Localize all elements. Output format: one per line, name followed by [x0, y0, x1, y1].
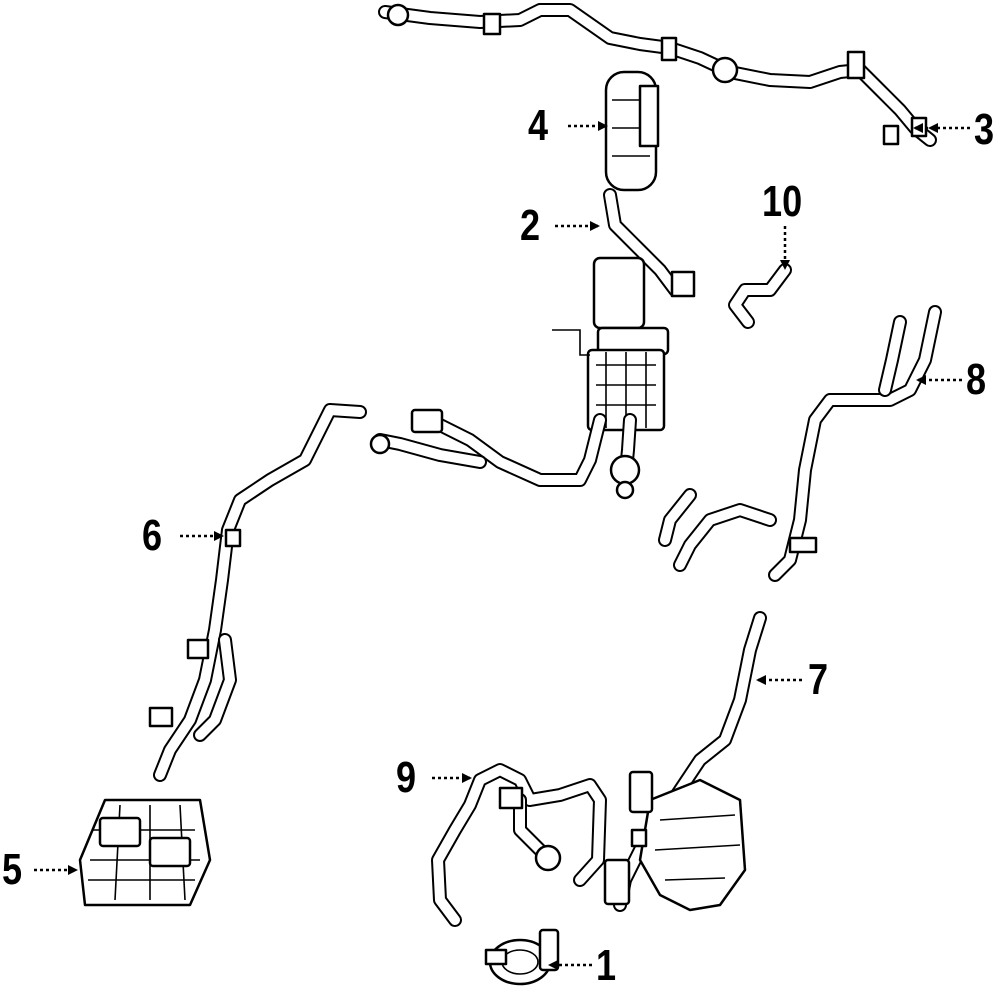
part-6-hose	[148, 403, 367, 782]
callout-5: 5	[2, 845, 23, 894]
callout-7: 7	[808, 655, 829, 704]
part-2-valve-assembly	[369, 188, 696, 500]
part-5-control-module	[78, 798, 212, 907]
callout-8: 8	[966, 355, 987, 404]
part-3-wiring-harness	[378, 3, 937, 147]
callout-4: 4	[528, 101, 549, 150]
part-1-pump	[484, 928, 560, 986]
callout-2: 2	[520, 201, 541, 250]
part-9-hose	[431, 763, 607, 927]
callout-10: 10	[762, 177, 803, 226]
part-4-canister	[604, 70, 660, 192]
part-10-hose-elbow	[728, 263, 792, 329]
callout-9: 9	[396, 753, 417, 802]
callout-3: 3	[974, 105, 995, 154]
part-8-hose-assembly	[658, 305, 942, 582]
callout-6: 6	[142, 511, 163, 560]
part-7-hose-manifold	[603, 611, 767, 912]
callout-1: 1	[596, 941, 617, 990]
